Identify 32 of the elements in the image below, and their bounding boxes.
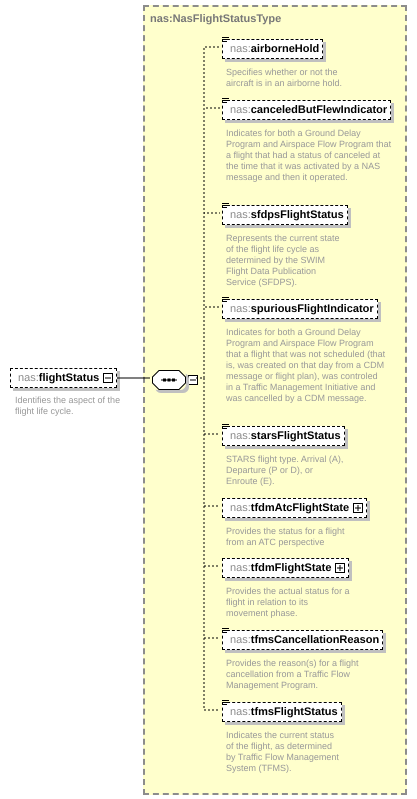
element-name: nas:tfmsFlightStatus xyxy=(230,704,338,720)
element-name: nas:sfdpsFlightStatus xyxy=(230,208,344,223)
description-text: Provides the status for a flight from an ATC perspective xyxy=(226,526,346,548)
element-box xyxy=(222,205,348,225)
description-text: Represents the current state of the flight life cycle as determined by the SWIM Flight Data Publication Service (SFDPS). xyxy=(226,233,341,288)
description-text: Indicates for both a Ground Delay Program and Airspace Flow Program that a flight that had a status of canceled at the time that it was activated by a NAS message and then it operated. xyxy=(226,128,392,183)
element-name: nas:tfdmFlightState xyxy=(230,560,332,576)
description-text: Indicates the current status of the flight, as determined by Traffic Flow Management System (TFMS). xyxy=(226,730,340,774)
element-box xyxy=(222,702,342,722)
description-text: Indicates for both a Ground Delay Program and Airspace Flow Program that a flight that was not scheduled (that is, was created on that day from a CDM message or flight plan), was controled in a Traffic Management Initiative and was cancelled by a CDM message. xyxy=(226,327,386,404)
element-box xyxy=(222,100,392,120)
element-name: nas:starsFlightStatus xyxy=(230,428,341,444)
description-text: Specifies whether or not the aircraft is in an airborne hold. xyxy=(226,67,344,89)
description-text: Identifies the aspect of the flight life cycle. xyxy=(15,395,122,417)
description-text: Provides the reason(s) for a flight cancellation from a Traffic Flow Management Program. xyxy=(226,658,360,691)
element-box xyxy=(222,558,350,578)
element-name: nas:airborneHold xyxy=(230,42,320,57)
element-name: nas:flightStatus xyxy=(18,370,100,386)
element-name: nas:tfmsCancellationReason xyxy=(230,632,380,648)
element-name: nas:canceledButFlewIndicator xyxy=(230,102,388,118)
description-text: Provides the actual status for a flight in relation to its movement phase. xyxy=(226,586,351,619)
element-box xyxy=(222,39,324,59)
element-box xyxy=(222,630,384,650)
description-text: STARS flight type. Arrival (A), Departure (P or D), or Enroute (E). xyxy=(226,454,344,487)
element-name: nas:spuriousFlightIndicator xyxy=(230,302,374,317)
element-name: nas:tfdmAtcFlightState xyxy=(230,500,350,516)
element-box xyxy=(222,299,378,319)
type-title: nas:NasFlightStatusType xyxy=(150,12,282,27)
type-container xyxy=(143,5,407,795)
element-box xyxy=(222,426,345,446)
element-box xyxy=(222,498,368,518)
element-box xyxy=(10,368,117,388)
